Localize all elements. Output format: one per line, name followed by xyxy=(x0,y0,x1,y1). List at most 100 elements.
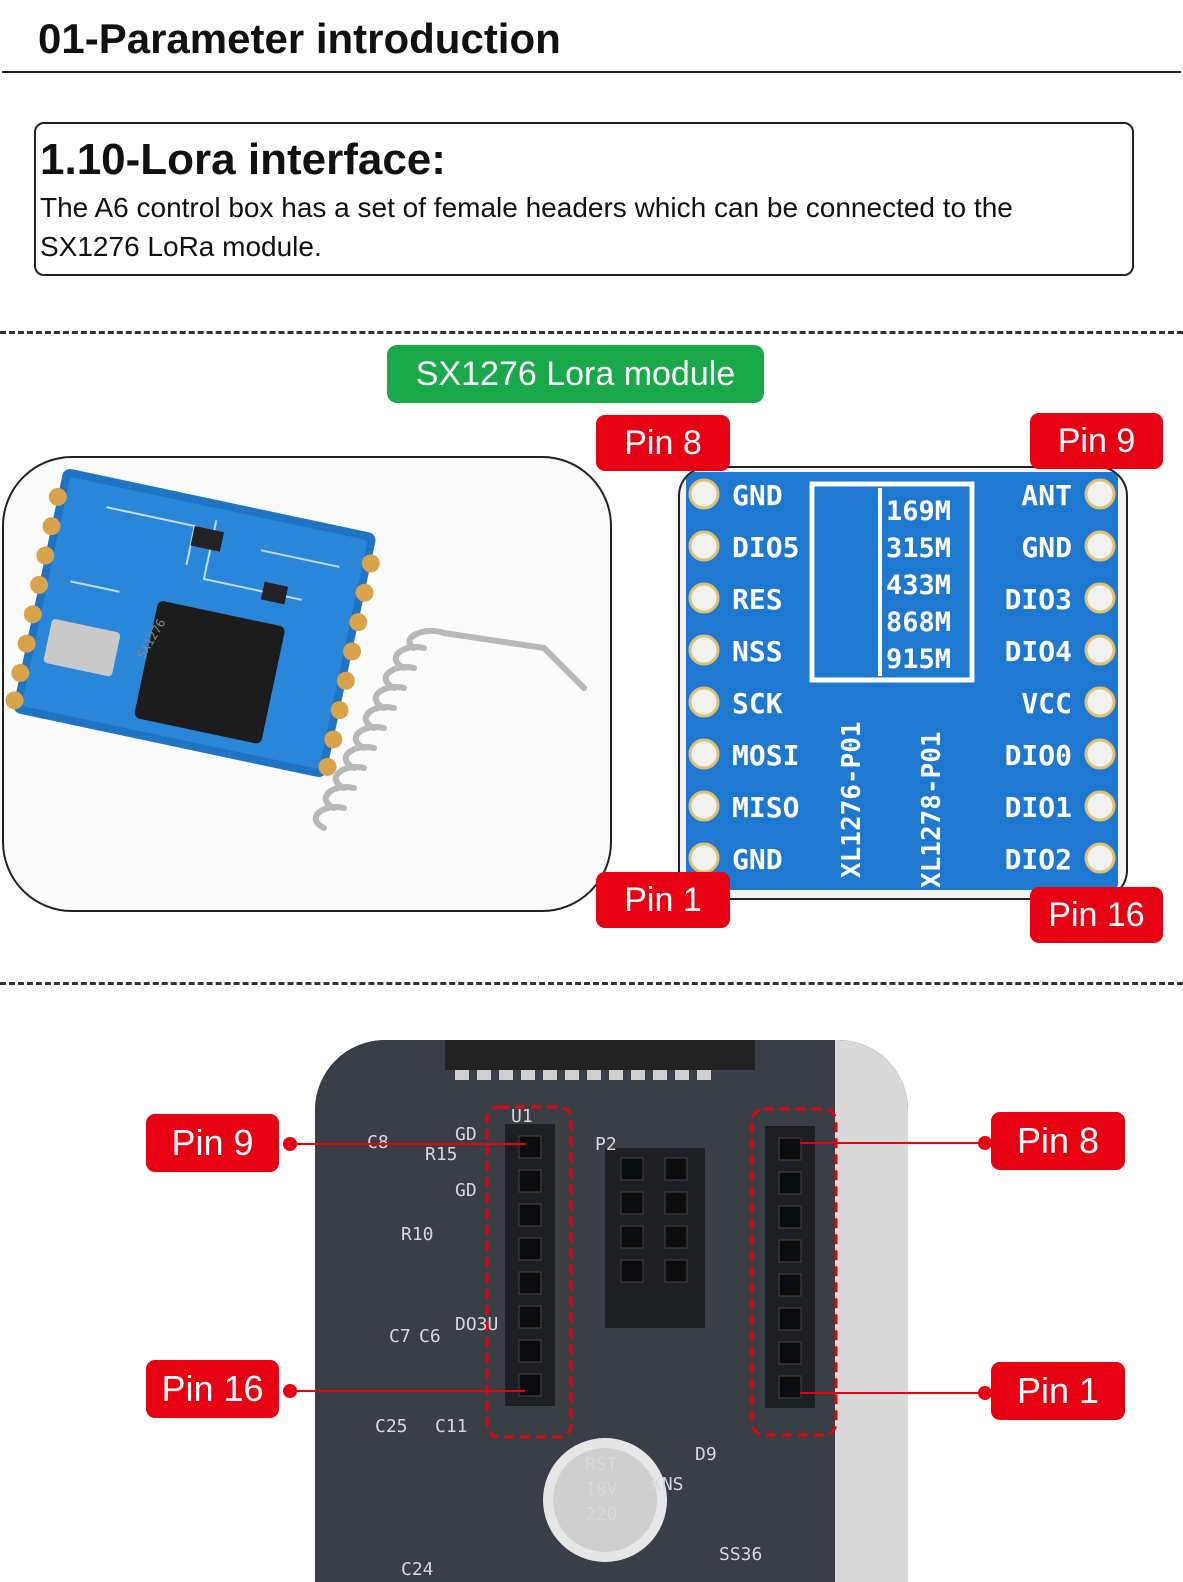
header-hole xyxy=(778,1341,802,1365)
header-hole xyxy=(518,1271,542,1295)
board-right-pad xyxy=(1084,530,1116,562)
header-hole xyxy=(518,1169,542,1193)
board-right-pad xyxy=(1084,582,1116,614)
board-right-pad xyxy=(1084,478,1116,510)
board-left-pad xyxy=(688,478,720,510)
pcb-silkscreen-label: D9 xyxy=(695,1444,717,1465)
title-divider xyxy=(2,71,1181,73)
pcb-silkscreen-label: P2 xyxy=(595,1134,617,1155)
dashed-divider-bottom xyxy=(0,982,1183,985)
board-part-label-2: XL1278-P01 xyxy=(917,731,947,888)
header-hole xyxy=(664,1225,688,1249)
board-freq-label: 915M xyxy=(886,644,951,675)
pcb-silkscreen-label: C7 xyxy=(389,1326,411,1347)
board-right-pin-label: DIO4 xyxy=(1005,635,1072,668)
header-hole xyxy=(778,1273,802,1297)
pcb-silkscreen-label: GD xyxy=(455,1180,477,1201)
header-hole xyxy=(778,1375,802,1399)
header-hole xyxy=(664,1157,688,1181)
board-right-pin-label: ANT xyxy=(1021,479,1072,512)
module-photo: SX1276 xyxy=(2,456,612,912)
board-left-pad xyxy=(688,634,720,666)
board-right-pad xyxy=(1084,686,1116,718)
box-pin16-label: Pin 16 xyxy=(146,1360,279,1418)
pcb-silkscreen-label: C11 xyxy=(435,1416,468,1437)
page-title: 01-Parameter introduction xyxy=(38,15,561,62)
pcb-silkscreen-label: C8 xyxy=(367,1132,389,1153)
module-pin1-label: Pin 1 xyxy=(596,872,730,928)
board-right-pin-label: GND xyxy=(1021,531,1072,564)
pcb-silkscreen-label: SS36 xyxy=(719,1544,762,1565)
board-right-pin-label: DIO0 xyxy=(1005,739,1072,772)
board-left-pad xyxy=(688,790,720,822)
box-pin9-label: Pin 9 xyxy=(146,1114,279,1172)
pcb-silkscreen-label: 220 xyxy=(585,1504,618,1525)
pcb-silkscreen-label: KNS xyxy=(651,1474,684,1495)
board-right-pad xyxy=(1084,842,1116,874)
board-right-pad xyxy=(1084,790,1116,822)
header-hole xyxy=(620,1157,644,1181)
pcb-silkscreen-label: C25 xyxy=(375,1416,408,1437)
board-right-pin-label: DIO2 xyxy=(1005,843,1072,876)
pcb-silkscreen-label: GD xyxy=(455,1124,477,1145)
board-left-pin-label: GND xyxy=(732,479,783,512)
pcb-silkscreen-label: 10V xyxy=(585,1479,618,1500)
header-hole xyxy=(518,1135,542,1159)
header-hole xyxy=(518,1305,542,1329)
pcb-silkscreen-label: RST xyxy=(585,1454,618,1475)
header-hole xyxy=(778,1137,802,1161)
header-hole xyxy=(778,1171,802,1195)
board-left-pin-label: NSS xyxy=(732,635,783,668)
pcb-silkscreen-label: R10 xyxy=(401,1224,434,1245)
box-pin1-label: Pin 1 xyxy=(991,1362,1125,1420)
header-hole xyxy=(664,1259,688,1283)
section-description: The A6 control box has a set of female h… xyxy=(40,192,1013,262)
board-left-pin-label: MOSI xyxy=(732,739,799,772)
board-left-pad xyxy=(688,582,720,614)
info-box: 1.10-Lora interface: The A6 control box … xyxy=(34,122,1134,276)
header-hole xyxy=(518,1339,542,1363)
pcb-silkscreen-label: U1 xyxy=(511,1106,533,1127)
board-left-pad xyxy=(688,686,720,718)
board-right-pad xyxy=(1084,634,1116,666)
header-hole xyxy=(778,1205,802,1229)
board-left-pin-label: DIO5 xyxy=(732,531,799,564)
header-hole xyxy=(620,1225,644,1249)
header-hole xyxy=(778,1239,802,1263)
pcb-silkscreen-label: C6 xyxy=(419,1326,441,1347)
board-freq-label: 868M xyxy=(886,607,951,638)
pcb-silkscreen-label: R15 xyxy=(425,1144,458,1165)
board-left-pin-label: GND xyxy=(732,843,783,876)
board-left-pin-label: SCK xyxy=(732,687,783,720)
board-left-pad xyxy=(688,530,720,562)
module-pin8-label: Pin 8 xyxy=(596,415,730,471)
board-right-pad xyxy=(1084,738,1116,770)
header-hole xyxy=(518,1203,542,1227)
header-hole xyxy=(620,1259,644,1283)
board-left-pad xyxy=(688,738,720,770)
pcb-silkscreen-label: DO3U xyxy=(455,1314,498,1335)
header-hole xyxy=(778,1307,802,1331)
section-title: 1.10-Lora interface: xyxy=(40,135,446,184)
board-right-pin-label: DIO1 xyxy=(1005,791,1072,824)
module-badge: SX1276 Lora module xyxy=(387,345,764,403)
pcb-silkscreen-label: C24 xyxy=(401,1559,434,1580)
box-pin8-label: Pin 8 xyxy=(991,1112,1125,1170)
board-freq-label: 433M xyxy=(886,570,951,601)
board-freq-label: 169M xyxy=(886,496,951,527)
board-right-pin-label: DIO3 xyxy=(1005,583,1072,616)
module-pin16-label: Pin 16 xyxy=(1030,887,1163,943)
module-pin9-label: Pin 9 xyxy=(1030,413,1163,469)
header-hole xyxy=(664,1191,688,1215)
header-hole xyxy=(518,1237,542,1261)
header-hole xyxy=(620,1191,644,1215)
dashed-divider-top xyxy=(0,331,1183,334)
board-right-pin-label: VCC xyxy=(1021,687,1072,720)
board-part-label-1: XL1276-P01 xyxy=(837,721,867,878)
board-left-pin-label: MISO xyxy=(732,791,799,824)
board-left-pin-label: RES xyxy=(732,583,783,616)
board-freq-label: 315M xyxy=(886,533,951,564)
